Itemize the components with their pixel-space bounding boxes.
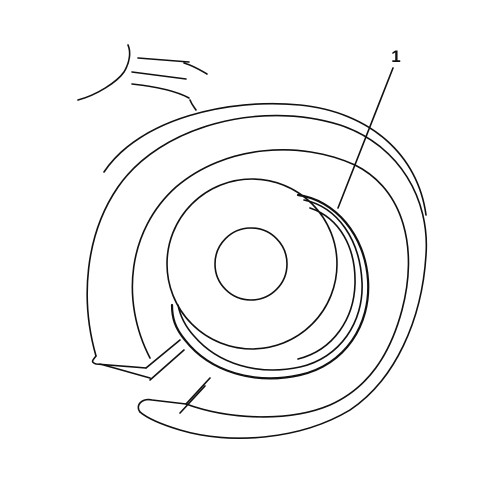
callout-1-leader (337, 67, 394, 209)
center-bore (214, 227, 288, 301)
callout-1-label: 1 (391, 47, 400, 66)
mounting-tab (91, 339, 211, 414)
housing-outline (77, 44, 208, 111)
flange-outer-edge (86, 114, 428, 439)
outer-housing-arc (103, 102, 427, 216)
seal-ring (170, 193, 370, 380)
hub-outer-circle (166, 178, 338, 350)
flange-inner-edge (131, 149, 410, 418)
